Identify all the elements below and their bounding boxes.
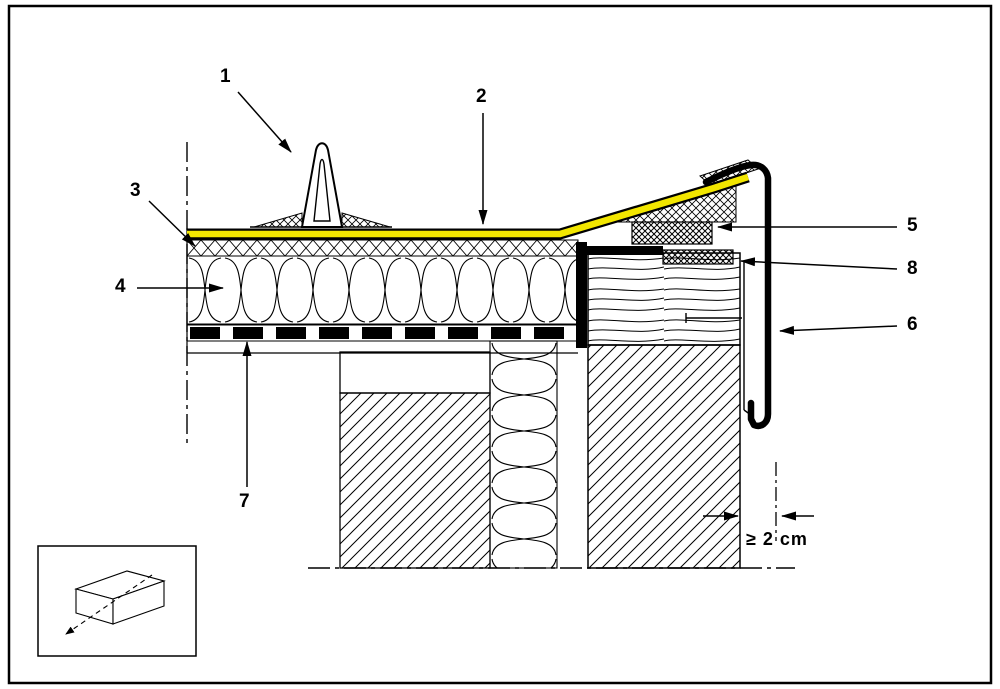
clamping-block-5: [631, 221, 713, 245]
callout-label-7: 7: [239, 491, 250, 512]
fastener-base-pad-right: [341, 212, 391, 228]
legend-box: [37, 545, 197, 657]
parapet-wall: [576, 181, 741, 569]
callout-label-8: 8: [907, 258, 918, 279]
fastener-profile-inner: [313, 158, 331, 222]
roof-buildup: [186, 228, 579, 354]
membrane-sheet: [187, 173, 750, 238]
separation-layer: [186, 239, 579, 257]
coping-bracket-hook: [743, 409, 752, 416]
parapet-wood-blocking: [587, 252, 741, 346]
membrane-fastener: [250, 142, 392, 228]
parapet-masonry: [587, 344, 741, 569]
coping-profile: [702, 161, 772, 430]
roof-membrane: [187, 171, 750, 240]
fastener-base-pad-left: [253, 212, 303, 228]
callout-label-4: 4: [115, 276, 126, 297]
dimension-group: [703, 462, 814, 541]
interior-wall: [339, 351, 491, 569]
callout-arrow-1: [237, 91, 292, 153]
callout-label-3: 3: [130, 180, 141, 201]
dimension-label: ≥ 2 cm: [746, 529, 808, 549]
membrane-upstand: [576, 242, 587, 348]
membrane-top-bar: [587, 246, 663, 255]
callout-arrow-3: [148, 200, 196, 247]
wall-insulation-strip: [489, 340, 558, 569]
callout-arrow-6: [779, 325, 898, 335]
insulation-layer: [186, 255, 579, 325]
isometric-block-section-arrow-icon: [65, 570, 166, 635]
callout-label-6: 6: [907, 314, 918, 335]
metal-coping: [685, 161, 772, 430]
sheet-border: [7, 4, 993, 685]
callout-arrows: [137, 91, 898, 487]
callout-label-1: 1: [220, 66, 231, 87]
clamping-block-8: [662, 249, 734, 265]
callout-label-2: 2: [476, 86, 487, 107]
callout-label-5: 5: [907, 215, 918, 236]
callout-arrow-8: [740, 257, 898, 270]
